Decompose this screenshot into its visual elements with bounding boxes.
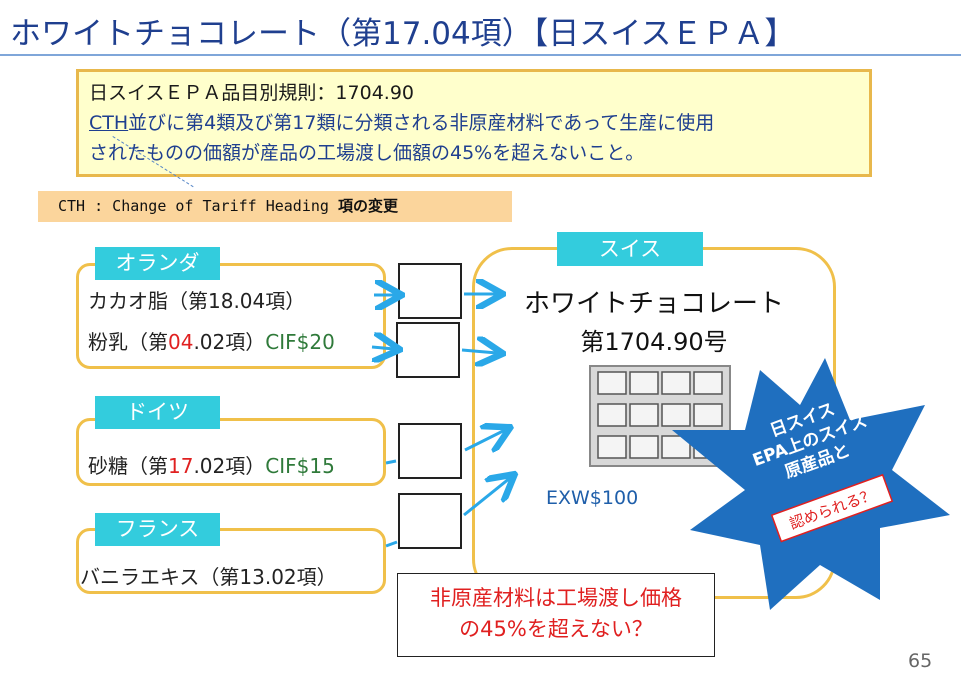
netherlands-tag: オランダ [95,247,220,280]
sugar-post: .02項） [193,454,266,478]
rule-box: 日スイスＥＰＡ品目別規則：1704.90 CTH並びに第4類及び第17類に分類さ… [76,69,872,177]
question-line1: 非原産材料は工場渡し価格 [430,586,682,610]
chocolate-icon [589,365,731,467]
rule-body-line1: 並びに第4類及び第17類に分類される非原産材料であって生産に使用 [128,112,715,134]
material-box-1 [398,263,462,319]
arrow-sugar-out [464,430,505,450]
exw-price: EXW$100 [546,487,639,509]
sugar-pre: 砂糖（第 [88,454,168,478]
germany-tag: ドイツ [95,396,220,429]
sugar-cif: CIF$15 [265,454,335,478]
rule-body: CTH並びに第4類及び第17類に分類される非原産材料であって生産に使用 されたも… [89,108,859,168]
material-box-2 [396,322,460,378]
page-number: 65 [908,650,933,672]
vanilla-item: バニラエキス（第13.02項） [80,565,337,589]
milk-powder-item: 粉乳（第04.02項）CIF$20 [88,326,335,355]
star-highlight-box [770,473,894,543]
arrow-milk-in [372,347,394,349]
milk-powder-red: 04 [168,330,194,354]
netherlands-box [76,263,386,369]
arrow-sugar-in [385,459,397,465]
cth-note-bold: 項の変更 [337,197,398,215]
sugar-red: 17 [168,454,194,478]
rule-heading: 日スイスＥＰＡ品目別規則：1704.90 [89,82,415,104]
milk-powder-pre: 粉乳（第 [88,330,168,354]
arrow-milk-out [461,350,497,353]
material-box-4 [398,493,462,549]
cth-note: CTH : Change of Tariff Heading 項の変更 [38,191,512,222]
cocoa-butter-item: カカオ脂（第18.04項） [88,289,306,313]
cth-link[interactable]: CTH [89,112,129,134]
arrow-vanilla-in [385,540,398,548]
france-tag: フランス [95,513,220,546]
swiss-tag: スイス [557,232,703,266]
page-title: ホワイトチョコレート（第17.04項）【日スイスＥＰＡ】 [10,16,796,52]
question-line2: の45%を超えない？ [459,617,653,641]
cth-note-text: CTH : Change of Tariff Heading [58,197,329,215]
question-box: 非原産材料は工場渡し価格 の45%を超えない？ [397,573,715,657]
product-name: ホワイトチョコレート [523,289,784,319]
arrow-vanilla-out [463,478,510,517]
material-box-3 [398,423,462,479]
germany-box [76,418,386,486]
title-divider [0,54,961,56]
milk-powder-cif: CIF$20 [265,330,335,354]
product-code: 第1704.90号 [580,328,728,356]
star-badge-icon [672,358,950,610]
milk-powder-post: .02項） [193,330,266,354]
rule-body-line2: されたものの価額が産品の工場渡し価額の45%を超えないこと。 [89,142,645,164]
sugar-item: 砂糖（第17.02項）CIF$15 [88,450,335,479]
